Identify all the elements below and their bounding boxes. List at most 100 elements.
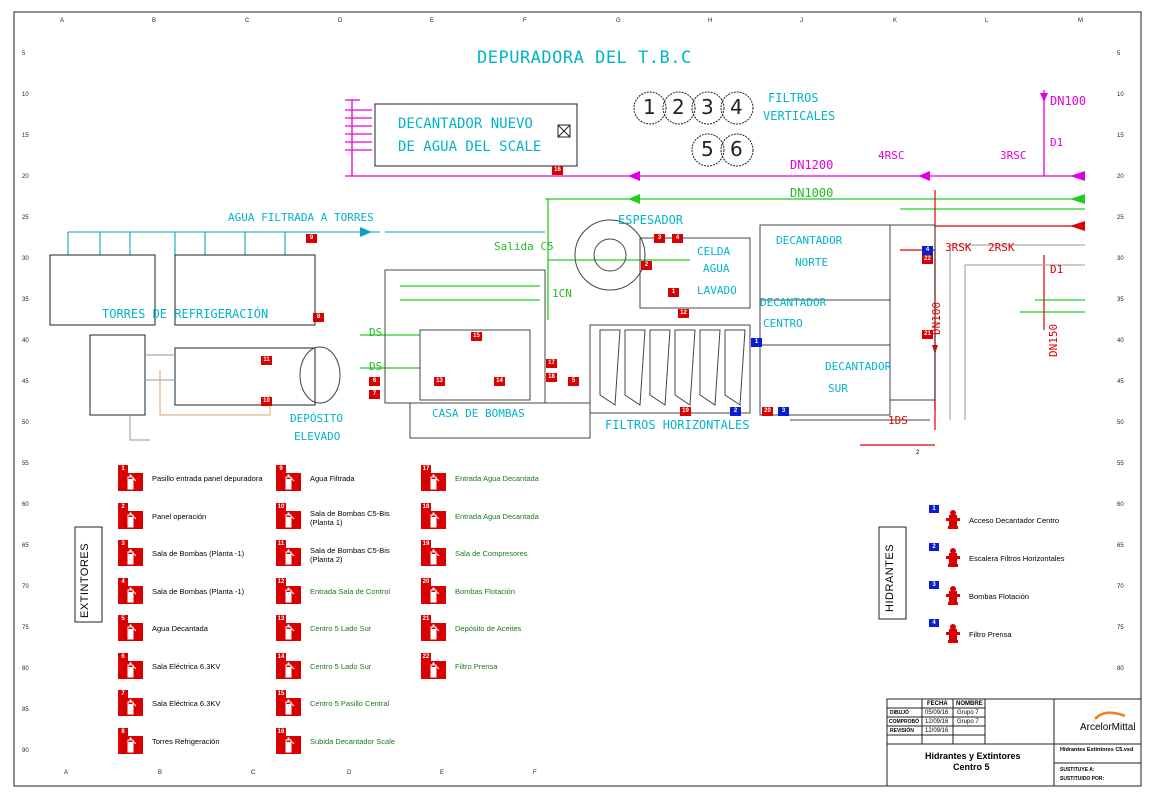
extinguisher-legend-label: Torres Refrigeración: [152, 736, 220, 746]
label-note-2: 2: [916, 450, 920, 456]
vertical-filter-4: 4: [730, 95, 743, 119]
grid-bottom-letter-F: F: [533, 770, 537, 776]
arcelormittal-logo: ArcelorMittal: [1080, 722, 1136, 733]
tb-row3-date: 12/09/16: [925, 728, 949, 734]
label-celda-3: LAVADO: [697, 284, 737, 297]
grid-row-right-65: 65: [1117, 543, 1124, 549]
tb-row2-label: COMPROBÓ: [889, 719, 919, 725]
extinguisher-legend-number: 20: [421, 577, 431, 586]
grid-row-50: 50: [22, 420, 29, 426]
grid-bottom-letter-A: A: [64, 770, 69, 776]
tb-row1-date: 05/09/16: [925, 710, 949, 716]
grid-row-75: 75: [22, 625, 29, 631]
extinguisher-legend-number: 5: [118, 615, 128, 623]
label-decantador-nuevo: DECANTADOR NUEVO: [398, 116, 533, 132]
hydrant-icon: [946, 623, 960, 643]
fire-extinguisher-marker-9: 9: [306, 234, 317, 243]
grid-bottom-letter-E: E: [440, 770, 445, 776]
tb-row1-label: DIBUJÓ: [890, 710, 909, 716]
fire-extinguisher-icon: [118, 548, 143, 566]
fire-extinguisher-marker-14: 14: [494, 377, 505, 386]
extinguisher-legend-label: Entrada Sala de Control: [310, 586, 391, 596]
extinguisher-legend-number: 12: [276, 577, 286, 586]
grid-row-right-75: 75: [1117, 625, 1124, 631]
fire-extinguisher-icon: [421, 660, 446, 679]
extinguisher-legend-label: Subida Decantador Scale: [310, 736, 396, 746]
extinguisher-legend-label: Centro 5 Lado Sur: [310, 624, 372, 633]
grid-letter-L: L: [985, 18, 989, 24]
label-4rsc: 4RSC: [878, 149, 905, 162]
fire-extinguisher-marker-1: 1: [668, 288, 679, 297]
fire-extinguisher-marker-7: 7: [369, 390, 380, 399]
tb-row2-name: Grupo 7: [957, 719, 979, 725]
grid-letter-K: K: [893, 18, 898, 24]
fire-extinguisher-marker-3: 3: [654, 234, 665, 243]
extinguisher-legend-label: Depósito de Aceites: [455, 624, 522, 633]
label-salida-c5: Salida C5: [494, 240, 554, 253]
label-decantador-norte-2: NORTE: [795, 256, 829, 269]
fire-extinguisher-marker-8: 8: [313, 313, 324, 322]
extinguisher-legend-label: Agua Decantada: [152, 624, 208, 633]
grid-letter-G: G: [616, 18, 621, 24]
extinguisher-legend-label: Entrada Agua Decantada: [455, 511, 539, 521]
hydrant-legend-label: Escalera Filtros Horizontales: [969, 554, 1065, 563]
extinguisher-legend-label: Filtro Prensa: [455, 661, 498, 671]
grid-row-20: 20: [22, 174, 29, 180]
extinguisher-legend-number: 15: [276, 690, 286, 698]
extinguisher-legend-label: Sala de Bombas (Planta -1): [152, 586, 245, 596]
fire-extinguisher-marker-2: 2: [641, 261, 652, 270]
grid-row-45: 45: [22, 379, 29, 385]
label-deposito: DEPÓSITO: [290, 412, 343, 425]
grid-row-right-25: 25: [1117, 215, 1124, 221]
label-dn150-vertical: DN150: [1047, 323, 1060, 357]
extinguisher-legend-label: Pasillo entrada panel depuradora: [152, 474, 263, 483]
extinguisher-legend-number: 18: [421, 502, 431, 511]
grid-letter-C: C: [245, 18, 250, 24]
grid-row-right-60: 60: [1117, 502, 1124, 508]
label-d1-right: D1: [1050, 263, 1064, 276]
grid-row-right-35: 35: [1117, 297, 1124, 303]
label-filtros-verticales-2: VERTICALES: [763, 109, 836, 123]
hydrant-marker-4: 4: [922, 246, 933, 255]
grid-bottom-letter-C: C: [251, 770, 256, 776]
grid-letter-M: M: [1078, 18, 1083, 24]
fire-extinguisher-marker-13: 13: [434, 377, 445, 386]
extinguisher-legend-number: 9: [276, 465, 286, 473]
label-decantador-sur-2: SUR: [828, 382, 848, 395]
tb-row3-label: REVISIÓN: [890, 728, 914, 734]
label-dn1000: DN1000: [790, 186, 834, 200]
fire-extinguisher-icon: [118, 735, 143, 754]
extinguisher-legend-number: 11: [276, 540, 286, 548]
hydrant-legend-label: Filtro Prensa: [969, 630, 1012, 639]
grid-row-5: 5: [22, 51, 26, 57]
extinguisher-legend-number: 7: [118, 690, 128, 698]
hydrant-legend-label: Bombas Flotación: [969, 592, 1030, 601]
fire-extinguisher-marker-4: 4: [672, 234, 683, 243]
grid-row-35: 35: [22, 297, 29, 303]
grid-row-10: 10: [22, 92, 29, 98]
extinguisher-legend-label-2: (Planta 2): [310, 555, 343, 564]
drawing-subtitle: Centro 5: [953, 762, 990, 772]
grid-row-15: 15: [22, 133, 29, 139]
fire-extinguisher-icon: [118, 660, 143, 679]
fire-extinguisher-marker-11: 11: [261, 356, 272, 365]
label-1ds: 1DS: [888, 414, 908, 427]
grid-row-30: 30: [22, 256, 29, 262]
extinguisher-legend-label: Entrada Agua Decantada: [455, 474, 539, 483]
grid-row-right-55: 55: [1117, 461, 1124, 467]
tb-sustituye: SUSTITUYE A:: [1060, 767, 1095, 773]
fire-extinguisher-marker-12: 12: [678, 309, 689, 318]
extinguisher-legend-label: Centro 5 Lado Sur: [310, 661, 372, 671]
grid-row-80: 80: [22, 666, 29, 672]
hydrant-icon: [946, 509, 960, 529]
